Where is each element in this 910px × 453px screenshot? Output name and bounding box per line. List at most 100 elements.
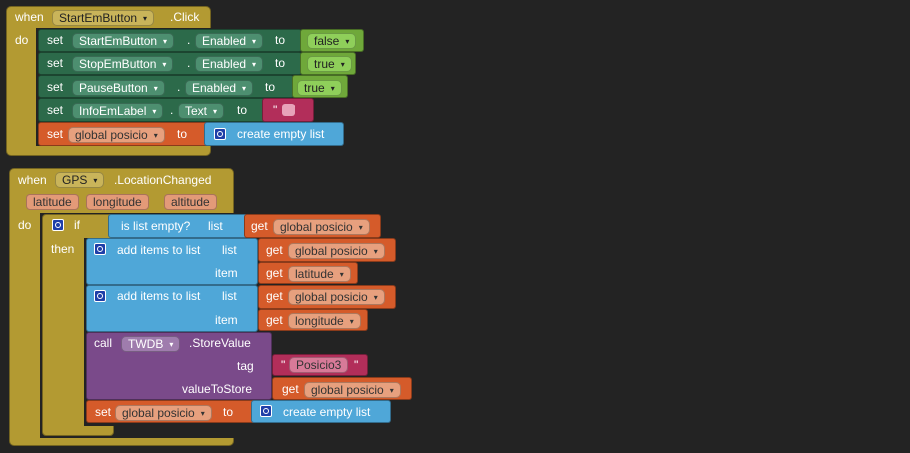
boolean-dropdown[interactable]: false▾ [307,33,357,49]
dot-label: . [177,80,181,94]
add-items-to-list-block[interactable] [86,238,258,285]
set-label: set [47,33,64,47]
chevron-down-icon: ▾ [153,83,158,93]
is-list-empty-block[interactable] [108,214,248,238]
chevron-down-icon: ▾ [252,36,257,46]
property-dropdown[interactable]: Enabled▾ [195,33,264,49]
boolean-dropdown[interactable]: true▾ [307,56,352,72]
component-dropdown[interactable]: InfoEmLabel▾ [72,103,164,119]
event-when-label: when [15,10,44,24]
get-label: get [282,382,299,396]
event-when-label: when [18,173,47,187]
component-dropdown[interactable]: TWDB▾ [121,336,181,352]
chevron-down-icon: ▾ [339,269,344,279]
get-label: get [266,266,283,280]
property-dropdown[interactable]: Enabled▾ [195,56,264,72]
chevron-down-icon: ▾ [152,106,157,116]
set-label: set [95,405,112,419]
chevron-down-icon: ▾ [93,175,98,185]
mutator-gear-icon[interactable] [94,243,106,255]
mutator-gear-icon[interactable] [260,405,272,417]
variable-dropdown[interactable]: global posicio▾ [304,382,401,398]
set-label: set [47,127,64,141]
event-do-label: do [18,218,32,232]
variable-dropdown[interactable]: global posicio▾ [115,405,212,421]
dot-label: . [187,33,191,47]
param-altitude[interactable]: altitude [164,194,217,210]
get-label: get [266,243,283,257]
list-label: list [222,243,237,257]
dot-label: . [170,103,174,117]
chevron-down-icon: ▾ [373,292,378,302]
set-label: set [47,80,64,94]
param-longitude[interactable]: longitude [86,194,149,210]
chevron-down-icon: ▾ [389,385,394,395]
get-label: get [251,219,268,233]
event-component-dropdown[interactable]: StartEmButton▾ [52,10,155,26]
create-empty-list-label: create empty list [283,405,371,419]
property-dropdown[interactable]: Text▾ [178,103,225,119]
list-label: list [222,289,237,303]
to-label: to [237,103,248,117]
mutator-gear-icon[interactable] [214,128,226,140]
create-empty-list-block[interactable] [251,400,391,423]
method-label: .StoreValue [189,336,251,350]
event-name-label: .Click [170,10,200,24]
component-dropdown[interactable]: StartEmButton▾ [72,33,175,49]
quote-close: " [354,358,359,372]
chevron-down-icon: ▾ [162,59,167,69]
quote-open: " [281,358,286,372]
to-label: to [223,405,234,419]
chevron-down-icon: ▾ [143,13,148,23]
variable-dropdown[interactable]: longitude▾ [288,313,361,329]
mutator-gear-icon[interactable] [52,219,64,231]
variable-dropdown[interactable]: global posicio▾ [288,289,385,305]
value-to-store-label: valueToStore [182,382,253,396]
variable-dropdown[interactable]: global posicio▾ [273,219,370,235]
add-items-label: add items to list [117,289,201,303]
variable-dropdown[interactable]: global posicio▾ [68,127,165,143]
chevron-down-icon: ▾ [169,339,174,349]
component-dropdown[interactable]: PauseButton▾ [72,80,165,96]
chevron-down-icon: ▾ [330,83,335,93]
event-component-dropdown[interactable]: GPS▾ [55,172,105,188]
variable-dropdown[interactable]: global posicio▾ [288,243,385,259]
is-list-empty-label: is list empty? [121,219,191,233]
then-label: then [51,242,75,256]
item-label: item [215,313,238,327]
event-do-label: do [15,33,29,47]
event-name-label: .LocationChanged [114,173,212,187]
tag-label: tag [237,359,254,373]
dot-label: . [187,56,191,70]
create-empty-list-label: create empty list [237,127,325,141]
chevron-down-icon: ▾ [349,316,354,326]
set-label: set [47,103,64,117]
if-label: if [74,218,80,232]
get-label: get [266,289,283,303]
mutator-gear-icon[interactable] [94,290,106,302]
boolean-dropdown[interactable]: true▾ [297,80,342,96]
property-dropdown[interactable]: Enabled▾ [185,80,254,96]
add-items-to-list-block[interactable] [86,285,258,332]
chevron-down-icon: ▾ [340,59,345,69]
item-label: item [215,266,238,280]
add-items-label: add items to list [117,243,201,257]
call-label: call [94,336,113,350]
variable-dropdown[interactable]: latitude▾ [288,266,351,282]
create-empty-list-block[interactable] [204,122,344,146]
component-dropdown[interactable]: StopEmButton▾ [72,56,174,72]
text-field[interactable]: Posicio3 [289,357,349,373]
param-latitude[interactable]: latitude [26,194,79,210]
empty-text-field[interactable] [282,104,295,116]
chevron-down-icon: ▾ [213,106,218,116]
chevron-down-icon: ▾ [153,130,158,140]
chevron-down-icon: ▾ [252,59,257,69]
chevron-down-icon: ▾ [345,36,350,46]
chevron-down-icon: ▾ [163,36,168,46]
list-label: list [208,219,223,233]
to-label: to [177,127,188,141]
set-label: set [47,56,64,70]
chevron-down-icon: ▾ [242,83,247,93]
chevron-down-icon: ▾ [200,408,205,418]
chevron-down-icon: ▾ [373,246,378,256]
